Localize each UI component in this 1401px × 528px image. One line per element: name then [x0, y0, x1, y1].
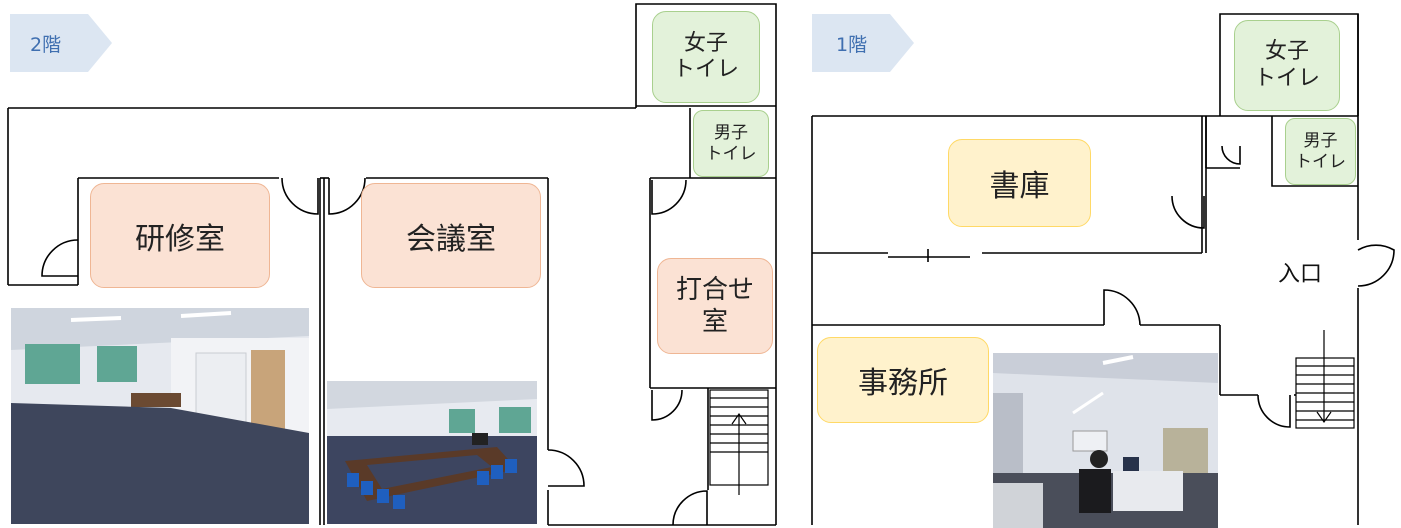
entrance-label: 入口 [1278, 262, 1323, 287]
mens-restroom-2f-label: 男子 トイレ [693, 110, 769, 177]
room-training-label: 研修室 [90, 183, 270, 288]
training-room-photo [11, 308, 309, 524]
office-photo [993, 353, 1218, 528]
room-office-label: 事務所 [817, 337, 989, 423]
floor1-tag: 1階 [836, 34, 868, 56]
floor2-tag: 2階 [30, 34, 62, 56]
womens-restroom-2f-label: 女子 トイレ [652, 11, 760, 103]
room-briefing-label: 打合せ 室 [657, 258, 773, 354]
room-meeting-label: 会議室 [361, 183, 541, 288]
meeting-room-photo [327, 381, 537, 524]
room-storage-label: 書庫 [948, 139, 1091, 227]
womens-restroom-1f-label: 女子 トイレ [1234, 20, 1340, 111]
floor2-tag-arrow [10, 14, 112, 72]
floor1-tag-arrow [812, 14, 914, 72]
mens-restroom-1f-label: 男子 トイレ [1285, 118, 1356, 185]
